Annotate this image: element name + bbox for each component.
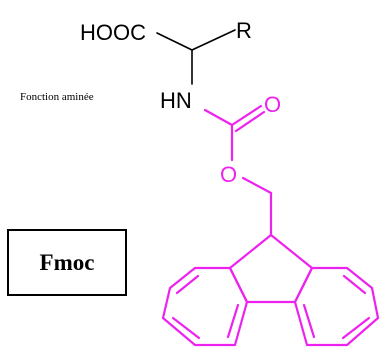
bond-carbonyl-double-a [230, 104, 263, 127]
bond-calpha-r [191, 29, 236, 51]
fluorene-right-ring [293, 266, 380, 347]
amine-function-label: Fonction aminée [20, 91, 94, 103]
bond-carbonyl-double-b [234, 110, 266, 133]
amine-nh-label: HN [160, 88, 192, 113]
right-ring-double-2 [341, 316, 371, 340]
hooc-group-label: HOOC [80, 20, 146, 45]
fmoc-protecting-group: O O [161, 92, 380, 347]
fmoc-label: Fmoc [39, 249, 95, 275]
bond-cooh-calpha [156, 32, 193, 51]
left-ring-double-3 [226, 303, 240, 339]
fmoc-label-box: Fmoc [7, 229, 127, 296]
bond-n-carbonyl [203, 108, 234, 127]
ester-oxygen-label: O [220, 162, 237, 187]
amino-acid-core: HOOC R HN [80, 18, 252, 113]
r-group-label: R [236, 18, 252, 43]
left-ring-double-2 [171, 316, 201, 340]
right-ring-double-3 [302, 303, 316, 339]
left-ring-double-1 [175, 274, 200, 295]
right-ring-double-1 [342, 274, 367, 295]
fluorene-left-ring [161, 266, 249, 347]
carbonyl-oxygen-label: O [264, 92, 281, 117]
bond-ester-o-ch2 [241, 176, 273, 195]
